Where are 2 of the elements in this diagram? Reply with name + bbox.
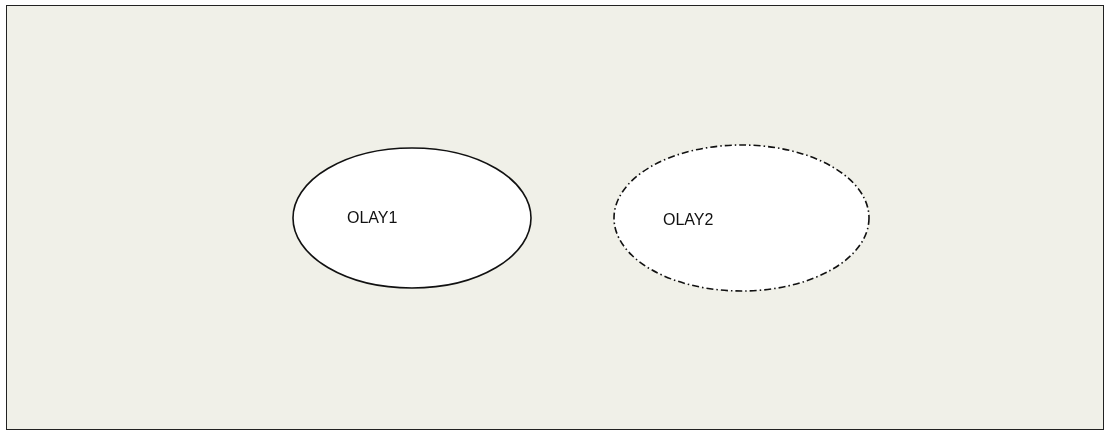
node-label: OLAY1 xyxy=(347,209,398,227)
node-label: OLAY2 xyxy=(663,211,714,229)
